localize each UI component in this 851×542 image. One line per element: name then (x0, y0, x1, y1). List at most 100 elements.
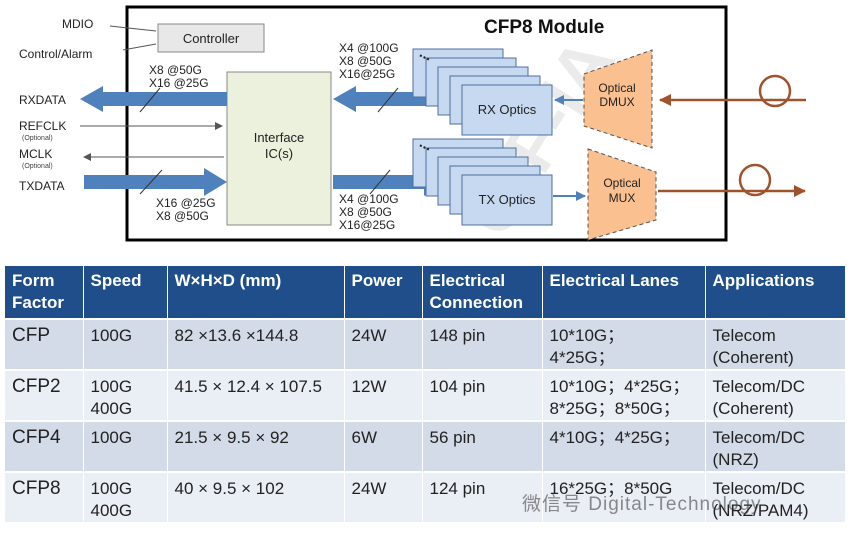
cell-text: 10*10G； (549, 326, 625, 345)
cell-speed: 100G 400G (83, 471, 168, 522)
header-text: Electrical Lanes (549, 271, 679, 290)
cell-electrical-connection: 124 pin (422, 471, 543, 522)
header-text: Power (351, 271, 403, 290)
cell-text: (NRZ/PAM4) (712, 501, 809, 520)
cell-text: Telecom/DC (712, 377, 806, 396)
rx-left-slash (139, 87, 161, 113)
header-text: Factor (12, 293, 64, 312)
cell-text: CFP8 (12, 478, 61, 499)
mclk-label: MCLK (19, 147, 52, 161)
optical-mux (587, 148, 657, 241)
mdio-label: MDIO (62, 17, 93, 31)
cell-power: 24W (344, 471, 423, 522)
rxdata-arrow (80, 86, 227, 112)
cell-text: CFP (12, 325, 50, 346)
cell-text: 6W (351, 428, 378, 447)
tx-left-rate-2: X8 @50G (156, 209, 209, 223)
cell-text: CFP4 (12, 427, 61, 448)
rx-optics-box (461, 84, 553, 136)
cell-form-factor: CFP2 (5, 369, 84, 421)
mux-label: Optical (603, 176, 640, 190)
interface-label: Interface (254, 130, 305, 145)
dmux-label: Optical (598, 81, 635, 95)
header-text: Form (12, 271, 55, 290)
cell-dimensions: 82 ×13.6 ×144.8 (167, 318, 345, 370)
tx-optics-box (461, 174, 553, 226)
cell-text: 400G (90, 501, 133, 520)
cell-applications: Telecom(Coherent) (705, 318, 846, 370)
header-text: Applications (712, 271, 815, 290)
cell-text: 4*10G；4*25G； (549, 428, 680, 447)
cell-applications: Telecom/DC (NRZ) (705, 420, 846, 472)
control-alarm-line (122, 43, 157, 51)
txdata-label: TXDATA (19, 179, 65, 193)
cell-power: 12W (344, 369, 423, 421)
tx-right-rate-2: X8 @50G (339, 205, 392, 219)
cell-text: (NRZ) (712, 450, 759, 469)
tx-inner-slash (369, 169, 391, 195)
cell-dimensions: 21.5 × 9.5 × 92 (167, 420, 345, 472)
cell-text: Telecom/DC (712, 428, 806, 447)
rx-inner-slash (377, 87, 399, 113)
cell-electrical-lanes: 10*10G； 4*25G； (542, 318, 706, 370)
cell-text: 8*25G；8*50G； (549, 399, 680, 418)
tx-optics-label: TX Optics (478, 192, 536, 207)
wechat-watermark: 微信号 Digital-Technology (522, 494, 762, 515)
mclk-note: (Optional) (22, 163, 53, 170)
rx-left-rate-2: X16 @25G (149, 76, 209, 90)
mux-label-2: MUX (609, 191, 636, 205)
cell-text: 56 pin (429, 428, 476, 447)
cell-dimensions: 41.5 × 12.4 × 107.5 (167, 369, 345, 421)
cell-electrical-lanes: 16*25G；8*50G (542, 471, 706, 522)
cell-text: Telecom (712, 326, 776, 345)
controller-box (157, 23, 265, 53)
tx-left-slash (139, 169, 163, 195)
cell-text: 100G (90, 479, 133, 498)
cell-text: 4*25G； (549, 348, 615, 367)
cell-text: 100G (90, 326, 133, 345)
cell-text: 400G (90, 399, 133, 418)
controller-label: Controller (183, 31, 240, 46)
cell-electrical-connection: 148 pin (422, 318, 543, 370)
rx-optics-label: RX Optics (478, 102, 537, 117)
interface-ic-box (226, 71, 332, 226)
header-speed: Speed (83, 266, 168, 319)
cell-form-factor: CFP (5, 318, 84, 370)
cell-text: 12W (351, 377, 387, 396)
tx-left-rate-1: X16 @25G (156, 196, 216, 210)
interface-label-2: IC(s) (265, 146, 293, 161)
rx-fiber-coil (758, 74, 792, 108)
cell-text: 21.5 × 9.5 × 92 (174, 428, 289, 447)
header-text: W×H×D (mm) (174, 271, 282, 290)
header-text: Connection (429, 293, 524, 312)
header-text: Electrical (429, 271, 506, 290)
rx-right-rate-3: X16@25G (339, 67, 395, 81)
cell-power: 24W (344, 318, 423, 370)
header-power: Power (344, 266, 423, 319)
cell-text: 16*25G；8*50G (549, 479, 673, 498)
cell-applications: Telecom/DC(NRZ/PAM4) (705, 471, 846, 522)
mdio-line (109, 25, 157, 32)
cell-electrical-connection: 104 pin (422, 369, 543, 421)
rx-right-rate-2: X8 @50G (339, 54, 392, 68)
refclk-label: REFCLK (19, 119, 66, 133)
module-title: CFP8 Module (484, 17, 604, 38)
rx-left-rate-1: X8 @50G (149, 63, 202, 77)
optical-dmux (583, 49, 653, 149)
module-frame (125, 5, 728, 242)
cell-speed: 100G (83, 318, 168, 370)
cell-electrical-lanes: 10*10G；4*25G；8*25G；8*50G； (542, 369, 706, 421)
control-alarm-label: Control/Alarm (19, 47, 92, 61)
cell-form-factor: CFP8 (5, 471, 84, 522)
tx-fiber-coil (738, 163, 772, 197)
cell-text: 41.5 × 12.4 × 107.5 (174, 377, 322, 396)
cell-applications: Telecom/DC(Coherent) (705, 369, 846, 421)
